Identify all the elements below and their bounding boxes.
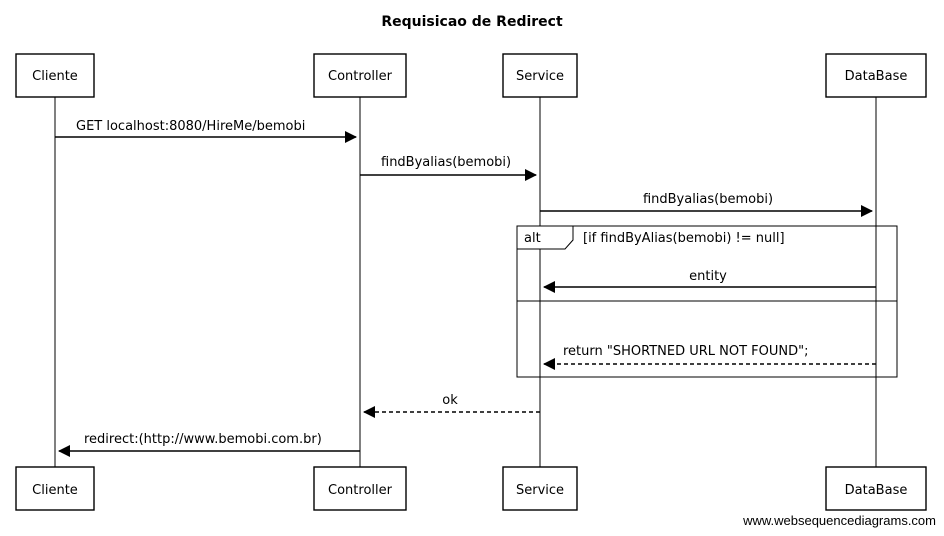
message-label: findByalias(bemobi) — [643, 192, 773, 207]
alt-frame: alt [if findByAlias(bemobi) != null] — [516, 225, 898, 378]
participant-label: Service — [516, 483, 564, 498]
message-label: GET localhost:8080/HireMe/bemobi — [76, 119, 305, 134]
participant-controller-bottom: Controller — [313, 466, 407, 511]
message-5: return "SHORTNED URL NOT FOUND"; — [543, 344, 876, 370]
participant-label: Controller — [328, 69, 393, 84]
message-label: return "SHORTNED URL NOT FOUND"; — [563, 344, 809, 359]
message-2: findByalias(bemobi) — [360, 155, 537, 181]
participant-label: DataBase — [845, 69, 908, 84]
alt-keyword: alt — [524, 231, 541, 246]
message-label: entity — [689, 269, 727, 284]
participant-label: Controller — [328, 483, 393, 498]
participant-database-bottom: DataBase — [825, 466, 927, 511]
diagram-title: Requisicao de Redirect — [381, 14, 563, 30]
message-3: findByalias(bemobi) — [540, 192, 873, 217]
participant-label: DataBase — [845, 483, 908, 498]
message-7: redirect:(http://www.bemobi.com.br) — [58, 432, 360, 457]
participant-database-top: DataBase — [825, 53, 927, 98]
message-label: redirect:(http://www.bemobi.com.br) — [84, 432, 322, 447]
message-6: ok — [363, 393, 540, 418]
message-label: findByalias(bemobi) — [381, 155, 511, 170]
participant-service-bottom: Service — [502, 466, 578, 511]
participant-label: Cliente — [32, 483, 78, 498]
alt-condition: [if findByAlias(bemobi) != null] — [583, 231, 785, 246]
message-label: ok — [442, 393, 458, 408]
watermark: www.websequencediagrams.com — [743, 513, 936, 528]
message-4: entity — [543, 269, 876, 293]
participant-cliente-top: Cliente — [15, 53, 95, 98]
participant-controller-top: Controller — [313, 53, 407, 98]
participant-label: Service — [516, 69, 564, 84]
alt-frame-tab — [516, 225, 574, 250]
participant-service-top: Service — [502, 53, 578, 98]
message-1: GET localhost:8080/HireMe/bemobi — [55, 119, 357, 143]
participant-label: Cliente — [32, 69, 78, 84]
participant-cliente-bottom: Cliente — [15, 466, 95, 511]
